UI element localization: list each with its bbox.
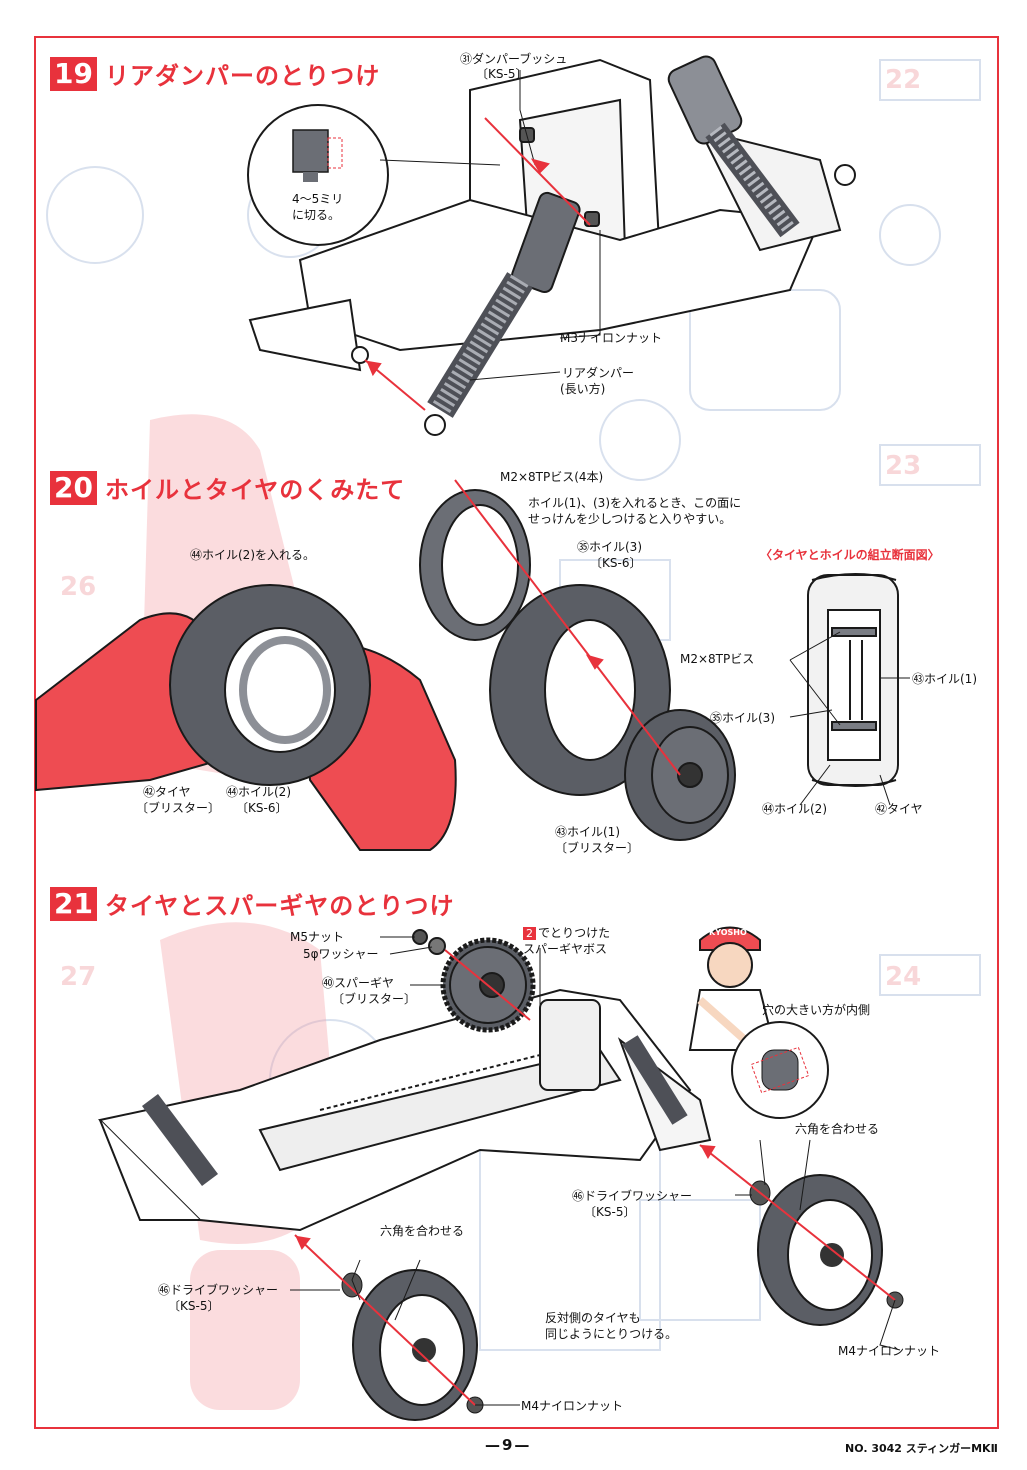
- step20-section-leaders: [789, 631, 910, 806]
- wheel3-code: 〔KS-6〕: [590, 556, 642, 570]
- drive-washer-label-right: ㊻ドライブワッシャー: [572, 1189, 693, 1203]
- drive-washer-code-right: 〔KS-5〕: [584, 1205, 636, 1219]
- svg-text:27: 27: [60, 962, 96, 992]
- section-screw-label: M2×8TPビス: [680, 652, 755, 666]
- step-20-heading: 20 ホイルとタイヤのくみたて: [50, 470, 405, 505]
- cut-instruction-label: に切る。: [292, 208, 341, 222]
- spur-gear-code: 〔ブリスター〕: [332, 992, 417, 1006]
- soap-tip-line2: せっけんを少しつけると入りやすい。: [528, 512, 732, 526]
- wheel3-label: ㉟ホイル(3): [577, 540, 642, 554]
- drive-washer-label-left: ㊻ドライブワッシャー: [158, 1283, 279, 1297]
- m5-nut-label: M5ナット: [290, 930, 344, 944]
- step-number: 21: [50, 886, 97, 921]
- section-wheel2-label: ㊹ホイル(2): [762, 802, 827, 816]
- wheel2-label: ㊹ホイル(2): [226, 785, 291, 799]
- step-19-heading: 19 リアダンパーのとりつけ: [50, 56, 380, 91]
- hex-align-label-right: 六角を合わせる: [795, 1122, 880, 1136]
- m4-nylon-nut-label-left: M4ナイロンナット: [521, 1399, 623, 1413]
- step20-cross-section: [807, 573, 899, 787]
- step20-wheel3: [419, 489, 531, 641]
- step19-leaders: [469, 70, 601, 381]
- opposite-tire-note-line1: 反対側のタイヤも: [545, 1311, 641, 1325]
- cut-length-label: 4〜5ミリ: [292, 192, 344, 206]
- damper-bushing-label: ㉛ダンパーブッシュ: [460, 52, 568, 66]
- spur-gear-label: ㊵スパーギヤ: [322, 976, 395, 990]
- damper-bushing-code: 〔KS-5〕: [476, 67, 528, 81]
- model-number: NO. 3042 スティンガーMKⅡ: [845, 1442, 998, 1455]
- opposite-tire-note-line2: 同じようにとりつける。: [545, 1327, 678, 1341]
- wheel1-label: ㊸ホイル(1): [555, 825, 620, 839]
- step19-red-arrows: [364, 117, 591, 411]
- spur-boss-label-line2: スパーギヤボス: [523, 942, 608, 956]
- svg-text:26: 26: [60, 572, 96, 602]
- step-number: 20: [50, 470, 97, 505]
- page-number: —9—: [485, 1436, 532, 1454]
- m2x8-screw-label: M2×8TPビス(4本): [500, 470, 604, 484]
- section-wheel3-label: ㉟ホイル(3): [710, 711, 775, 725]
- step19-damper-mounted: [667, 55, 800, 238]
- step21-spur-gear: [412, 929, 536, 1033]
- step19-cut-callout: [247, 104, 501, 246]
- drive-washer-code-left: 〔KS-5〕: [168, 1299, 220, 1313]
- step21-left-tire: [341, 1269, 484, 1421]
- step-title: タイヤとスパーギヤのとりつけ: [104, 892, 455, 920]
- svg-text:22: 22: [885, 65, 921, 95]
- hex-align-label-left: 六角を合わせる: [380, 1224, 465, 1238]
- section-tire-label: ㊷タイヤ: [875, 802, 923, 816]
- step-21-heading: 21 タイヤとスパーギヤのとりつけ: [50, 886, 455, 921]
- step19-damper-long: [424, 191, 581, 436]
- step21-right-tire: [749, 1174, 904, 1326]
- mascot-cap-logo: KYOSHO: [709, 928, 747, 937]
- spur-boss-text1: でとりつけた: [538, 926, 611, 940]
- step21-washer-callout: [731, 1021, 829, 1119]
- insert-wheel2-label: ㊹ホイル(2)を入れる。: [190, 548, 315, 562]
- wheel1-code: 〔ブリスター〕: [555, 841, 640, 855]
- svg-text:23: 23: [885, 451, 921, 481]
- step20-tire-in-hands: [169, 584, 371, 786]
- section-wheel1-label: ㊸ホイル(1): [912, 672, 977, 686]
- rear-damper-label: リアダンパー: [562, 366, 635, 380]
- step21-chassis: [97, 988, 712, 1232]
- step20-tire: [489, 584, 671, 796]
- step-ref-badge: 2: [523, 927, 536, 940]
- svg-text:24: 24: [885, 962, 921, 992]
- step-title: ホイルとタイヤのくみたて: [104, 476, 406, 504]
- step-number: 19: [50, 56, 97, 91]
- step21-red-arrows: [294, 949, 896, 1406]
- soap-tip-line1: ホイル(1)、(3)を入れるとき、この面に: [528, 496, 742, 510]
- m4-nylon-nut-label-right: M4ナイロンナット: [838, 1344, 940, 1358]
- step21-leaders: [290, 936, 901, 1406]
- wheel2-code: 〔KS-6〕: [236, 801, 288, 815]
- large-hole-inside-label: 穴の大きい方が内側: [762, 1003, 871, 1017]
- step20-red-arrow: [454, 479, 681, 776]
- step-title: リアダンパーのとりつけ: [104, 62, 381, 90]
- tire-label: ㊷タイヤ: [143, 785, 191, 799]
- tire-code: 〔ブリスター〕: [136, 801, 221, 815]
- m3-nylon-nut-label: M3ナイロンナット: [560, 331, 662, 345]
- cross-section-title: 〈タイヤとホイルの組立断面図〉: [760, 548, 940, 562]
- rear-damper-note: (長い方): [560, 382, 606, 396]
- washer-5phi-label: 5φワッシャー: [303, 947, 379, 961]
